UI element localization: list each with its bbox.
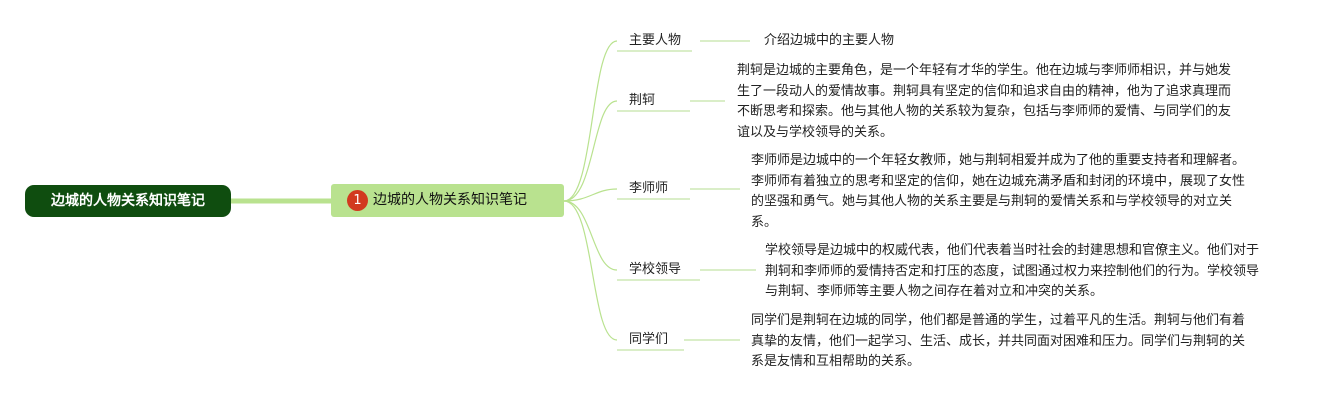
branch-connector-5 (563, 200, 618, 341)
branch-connector-3 (563, 188, 618, 202)
subtopic-school-leaders[interactable]: 学校领导 (629, 262, 682, 277)
main-topic[interactable]: 1 边城的人物关系知识笔记 (331, 184, 564, 217)
subtopic-lishishi[interactable]: 李师师 (629, 181, 669, 196)
desc-main-characters: 介绍边城中的主要人物 (764, 33, 895, 48)
desc-lishishi: 李师师是边城中的一个年轻女教师，她与荆轲相爱并成为了他的重要支持者和理解者。李师… (751, 153, 1246, 230)
desc-school-leaders: 学校领导是边城中的权威代表，他们代表着当时社会的封建思想和官僚主义。他们对于荆轲… (765, 243, 1260, 299)
desc-jingke: 荆轲是边城的主要角色，是一个年轻有才华的学生。他在边城与李师师相识，并与她发生了… (737, 63, 1232, 140)
root-topic[interactable]: 边城的人物关系知识笔记 (25, 185, 231, 217)
desc-classmates: 同学们是荆轲在边城的同学，他们都是普通的学生，过着平凡的生活。荆轲与他们有着真挚… (751, 313, 1246, 369)
branch-connector-2 (563, 100, 618, 202)
main-topic-label: 边城的人物关系知识笔记 (373, 192, 527, 208)
subtopic-classmates[interactable]: 同学们 (629, 332, 669, 347)
branch-connector-4 (563, 200, 618, 271)
subtopic-jingke[interactable]: 荆轲 (629, 93, 656, 108)
branch-connector-1 (563, 40, 618, 202)
priority-1-badge-icon: 1 (347, 190, 368, 211)
subtopic-main-characters[interactable]: 主要人物 (629, 33, 682, 48)
